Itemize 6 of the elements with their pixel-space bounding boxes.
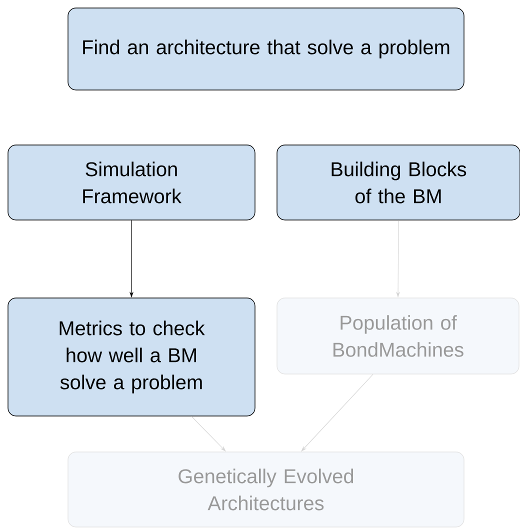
process-box: Building Blocks of the BM (276, 144, 520, 220)
process-box: Simulation Framework (8, 144, 256, 220)
process-box: Find an architecture that solve a problem (68, 8, 464, 90)
process-box: Population of BondMachines (276, 298, 520, 374)
process-box: Genetically Evolved Architectures (68, 452, 464, 528)
process-box: Metrics to check how well a BM solve a problem (8, 298, 256, 416)
